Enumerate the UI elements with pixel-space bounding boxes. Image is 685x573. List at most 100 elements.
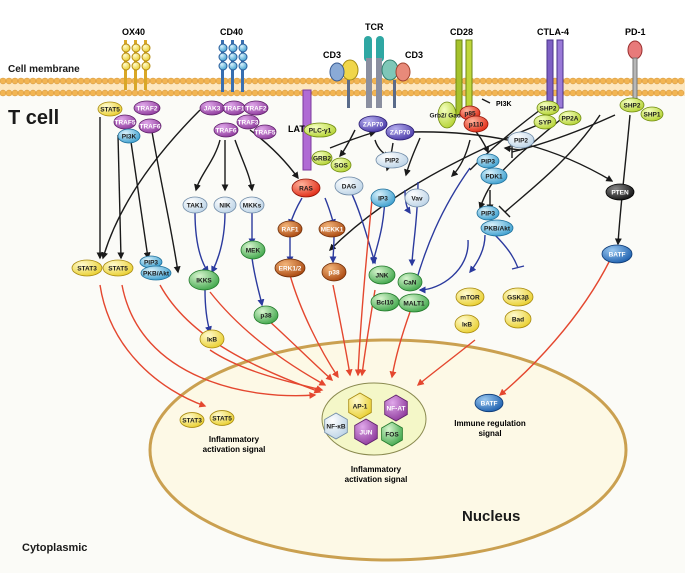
nucleus-molecule-label: FOS	[385, 431, 399, 438]
molecule-pp2a: PP2A	[558, 110, 582, 126]
molecule-traf6-cd40: TRAF6	[213, 122, 239, 138]
molecule-label: ZAP70	[390, 129, 411, 136]
molecule-label: SHP1	[644, 111, 661, 118]
molecule-traf1: TRAF1	[222, 100, 246, 116]
molecule-label: STAT5	[108, 265, 128, 272]
molecule-bad: Bad	[504, 309, 532, 329]
molecule-label: TRAF5	[255, 129, 276, 136]
immune-regulation-line2: signal	[478, 429, 501, 438]
molecule-pip3-a: PIP3	[476, 153, 500, 169]
molecule-ikb-a: IκB	[199, 329, 225, 349]
molecule-label: MKKs	[243, 202, 262, 209]
molecule-label: DAG	[342, 183, 356, 190]
molecule-pip3-b: PIP3	[476, 205, 500, 221]
molecule-label: TAK1	[187, 202, 204, 209]
lat-label: LAT	[288, 124, 305, 134]
tcr-label: TCR	[365, 22, 384, 32]
molecule-label: mTOR	[460, 294, 480, 301]
molecule-mek: MEK	[240, 240, 266, 260]
red-arrows	[99, 199, 611, 408]
molecule-label: BATF	[609, 251, 626, 258]
molecule-traf2-cd40: TRAF2	[243, 100, 269, 116]
molecule-label: STAT5	[100, 106, 120, 113]
nucleus-label: Nucleus	[462, 508, 520, 525]
molecule-label: PIP3	[481, 158, 495, 165]
molecule-label: TRAF3	[238, 119, 259, 126]
molecule-traf5-cd40: TRAF5	[253, 124, 277, 140]
molecule-syp: SYP	[533, 114, 557, 130]
molecule-label: PDK1	[485, 173, 503, 180]
molecule-mkks: MKKs	[239, 196, 265, 214]
molecule-shp2-pd: SHP2	[619, 97, 645, 113]
molecule-jak3: JAK3	[199, 100, 225, 116]
molecule-label: Bad	[512, 316, 524, 323]
inflammatory-signal-left-line2: activation signal	[203, 445, 266, 454]
molecule-label: TRAF5	[115, 119, 136, 126]
molecule-zap70-b: ZAP70	[385, 123, 415, 141]
molecule-ras: RAS	[291, 178, 321, 198]
molecule-pi3k-ox: PI3K	[117, 128, 141, 144]
molecule-label: PLC-γ1	[309, 127, 332, 134]
molecule-label: PIP3	[144, 259, 158, 266]
molecule-pdk1: PDK1	[480, 167, 508, 185]
inflammatory-signal-center-line1: Inflammatory	[351, 465, 402, 474]
molecule-label: PIP2	[385, 157, 399, 164]
molecule-label: NIK	[219, 202, 231, 209]
molecule-stat5: STAT5	[102, 259, 134, 277]
molecule-label: p38	[328, 269, 340, 276]
molecule-label: MEKK1	[321, 226, 344, 233]
nucleus-molecule-label: JUN	[359, 429, 372, 436]
molecule-pip2-b: PIP2	[507, 131, 535, 149]
molecule-tak1: TAK1	[182, 196, 208, 214]
cd40-label: CD40	[220, 27, 243, 37]
molecule-nik: NIK	[213, 196, 237, 214]
nucleus-molecule-label: BATF	[481, 400, 498, 407]
molecule-ikks: IKKS	[188, 269, 220, 291]
tcr-complex	[329, 36, 411, 108]
molecule-pkb-akt-c: PKB/Akt	[140, 265, 172, 281]
molecule-label: TRAF1	[224, 105, 245, 112]
pd1-label: PD-1	[625, 27, 646, 37]
molecule-pkb-akt-b: PKB/Akt	[480, 219, 514, 237]
cell-membrane	[0, 77, 685, 97]
molecule-label: Grb2/ Gads	[429, 112, 464, 119]
cd3-left-label: CD3	[323, 50, 341, 60]
molecule-vav: Vav	[404, 188, 430, 208]
molecule-label: p38	[260, 312, 272, 319]
pi3k-label: PI3K	[496, 101, 512, 108]
cd3-right-label: CD3	[405, 50, 423, 60]
molecule-label: Vav	[411, 195, 423, 202]
molecule-grb2-gads: Grb2/ Gads	[429, 101, 465, 129]
molecule-batf-cyto: BATF	[601, 244, 633, 264]
nucleus-molecule-ap1: AP-1	[348, 392, 372, 420]
nucleus-molecule-label: STAT3	[182, 417, 202, 424]
molecule-label: IκB	[207, 336, 217, 343]
molecule-stat3: STAT3	[71, 259, 103, 277]
molecule-label: ERK1/2	[279, 265, 302, 272]
molecule-p110: p110	[463, 115, 489, 133]
molecule-label: IP3	[378, 195, 388, 202]
molecule-label: IκB	[462, 321, 472, 328]
molecule-dag: DAG	[334, 176, 364, 196]
immune-regulation-line1: Immune regulation	[454, 419, 526, 428]
molecule-label: p85	[464, 110, 476, 117]
molecule-label: RAS	[299, 185, 313, 192]
blue-inhibition	[494, 234, 525, 270]
nucleus-molecule-batf: BATF	[474, 393, 504, 413]
molecule-erk12: ERK1/2	[274, 258, 306, 278]
ox40-receptor	[121, 40, 151, 90]
nucleus-molecule-label: AP-1	[353, 403, 368, 410]
molecule-sos: SOS	[330, 157, 352, 173]
molecule-p38-b: p38	[321, 262, 347, 282]
molecule-label: PP2A	[562, 115, 579, 122]
page-title: T cell	[8, 107, 59, 129]
molecule-label: IKKS	[196, 277, 212, 284]
molecule-label: PTEN	[611, 189, 629, 196]
molecule-stat5-mem: STAT5	[97, 101, 123, 117]
nucleus-molecule-label: NF-κB	[326, 423, 345, 430]
nucleus-molecule-stat5: STAT5	[209, 410, 235, 426]
molecule-label: PKB/Akt	[484, 225, 511, 232]
molecule-label: TRAF6	[216, 127, 237, 134]
molecule-jnk: JNK	[368, 265, 396, 285]
